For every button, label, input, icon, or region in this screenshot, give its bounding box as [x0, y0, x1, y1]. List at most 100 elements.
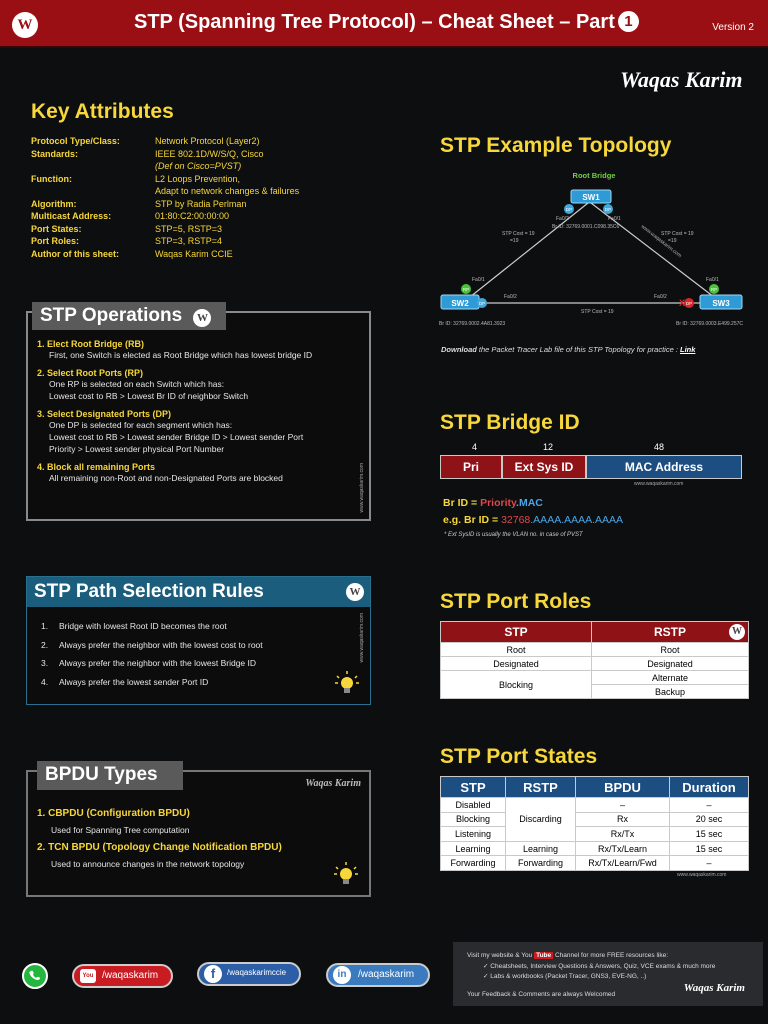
- port-label: Fa0/1: [472, 277, 485, 283]
- side-watermark: www.waqaskarim.com: [359, 613, 365, 663]
- page-title: STP (Spanning Tree Protocol) – Cheat She…: [134, 11, 639, 34]
- svg-text:=19: =19: [510, 238, 519, 244]
- bpdu-types-title: BPDU Types: [37, 761, 183, 790]
- site-watermark: www.waqaskarim.com: [677, 872, 727, 878]
- attribute-value: Waqas Karim CCIE: [155, 248, 233, 259]
- w-logo-icon: W: [729, 624, 745, 640]
- footer-feedback: Your Feedback & Comments are always Welc…: [467, 991, 616, 998]
- rp-label: RP: [463, 287, 469, 292]
- site-watermark: www.waqaskarim.com: [634, 481, 684, 487]
- footer-bullet: ✓ Labs & workbooks (Packet Tracer, GNS3,…: [483, 973, 647, 980]
- operation-text: One DP is selected for each segment whic…: [49, 420, 233, 430]
- rule-item: 4.Always prefer the lowest sender Port I…: [41, 676, 209, 687]
- youtube-icon: Tube: [534, 952, 554, 959]
- dp-port-marker: [564, 204, 574, 214]
- bits-ext: 12: [543, 442, 554, 452]
- linkedin-link[interactable]: in /waqaskarim: [326, 963, 430, 987]
- path-selection-box: STP Path Selection Rules W 1.Bridge with…: [26, 576, 371, 705]
- operation-item: 1. Elect Root Bridge (RB)First, one Swit…: [37, 339, 357, 361]
- operation-text: One RP is selected on each Switch which …: [49, 379, 225, 389]
- download-link[interactable]: Link: [680, 345, 696, 354]
- sw3-switch-icon: SW3: [699, 294, 743, 310]
- youtube-handle: /waqaskarim: [102, 970, 159, 981]
- svg-text:=19: =19: [668, 238, 677, 244]
- operation-heading: 3. Select Designated Ports (DP): [37, 409, 172, 419]
- attribute-value: 01:80:C2:00:00:00: [155, 211, 230, 221]
- operation-item: 2. Select Root Ports (RP)One RP is selec…: [37, 368, 357, 402]
- dp-port-marker: [603, 204, 613, 214]
- blocked-port-marker: [684, 298, 694, 308]
- attribute-row: Function:L2 Loops Prevention,: [31, 173, 361, 185]
- rule-item: 1.Bridge with lowest Root ID becomes the…: [41, 621, 227, 631]
- stp-cost-label: STP Cost = 19: [581, 309, 614, 315]
- bridge-id-title: STP Bridge ID: [440, 411, 580, 434]
- operation-heading: 4. Block all remaining Ports: [37, 462, 156, 472]
- dp-label: DP: [566, 207, 572, 212]
- stp-operations-title: STP Operations W: [32, 302, 226, 330]
- port-label: Fa0/2: [504, 294, 517, 300]
- attribute-value: STP=5, RSTP=3: [155, 223, 223, 234]
- attribute-key: Port States:: [31, 223, 82, 234]
- key-attributes-title: Key Attributes: [31, 100, 174, 123]
- facebook-link[interactable]: f /waqaskarimccie: [197, 962, 301, 986]
- bridge-id-formula: Br ID = Priority.MAC: [443, 497, 543, 509]
- port-label: Fa0/2: [556, 216, 569, 222]
- facebook-handle: /waqaskarimccie: [227, 968, 287, 977]
- attribute-row: Multicast Address:01:80:C2:00:00:00: [31, 210, 361, 222]
- rule-item: 2.Always prefer the neighbor with the lo…: [41, 639, 263, 650]
- sw3-label: SW3: [712, 299, 730, 308]
- lightbulb-icon: [334, 862, 358, 884]
- path-rules-list: 1.Bridge with lowest Root ID becomes the…: [41, 621, 341, 695]
- field-ext-sys-id: Ext Sys ID: [502, 455, 586, 479]
- version-label: Version 2: [712, 22, 754, 33]
- attribute-row: Author of this sheet:Waqas Karim CCIE: [31, 248, 361, 260]
- bpdu-types-box: BPDU Types Waqas Karim 1. CBPDU (Configu…: [26, 761, 371, 897]
- operation-text: Lowest cost to RB > Lowest Br ID of neig…: [49, 391, 249, 401]
- bpdu-desc: Used for Spanning Tree computation: [51, 825, 190, 835]
- topology-diagram: Root Bridge SW1 SW2 SW3 DP DP RP RP DP D…: [439, 171, 743, 327]
- dp-port-marker: [477, 298, 487, 308]
- author-signature: Waqas Karim: [620, 67, 743, 92]
- attribute-row: Standards:IEEE 802.1D/W/S/Q, Cisco: [31, 148, 361, 160]
- port-states-title: STP Port States: [440, 745, 598, 768]
- attribute-key: Protocol Type/Class:: [31, 136, 120, 146]
- attribute-row: Adapt to network changes & failures: [31, 185, 361, 197]
- dp-label: DP: [605, 207, 611, 212]
- linkedin-handle: /waqaskarim: [358, 969, 415, 980]
- link-sw1-sw2: [469, 202, 589, 298]
- sw1-label: SW1: [582, 193, 600, 202]
- footer-bullet: ✓ Cheatsheets, Interview Questions & Ans…: [483, 963, 716, 970]
- bits-mac: 48: [654, 442, 665, 452]
- table-row: Backup: [441, 684, 749, 699]
- attribute-value: Adapt to network changes & failures: [155, 186, 300, 196]
- footer-line1: Visit my website & You Tube Channel for …: [467, 952, 669, 959]
- attribute-key: Algorithm:: [31, 198, 77, 209]
- youtube-link[interactable]: You /waqaskarim: [72, 964, 173, 988]
- bpdu-heading: 2. TCN BPDU (Topology Change Notificatio…: [37, 842, 282, 853]
- bridge-id-bits: 4 12 48: [440, 442, 742, 454]
- bridge-id-fields: Pri Ext Sys ID MAC Address: [440, 455, 742, 479]
- whatsapp-icon[interactable]: [22, 963, 48, 989]
- ext-sysid-note: * Ext SysID is usually the VLAN no. in c…: [444, 532, 583, 538]
- download-note: Download the Packet Tracer Lab file of t…: [441, 345, 696, 354]
- attribute-value: L2 Loops Prevention,: [155, 173, 241, 184]
- rule-item: 3.Always prefer the neighbor with the lo…: [41, 658, 257, 668]
- bpdu-item: 2. TCN BPDU (Topology Change Notificatio…: [37, 842, 337, 869]
- side-watermark: www.waqaskarim.com: [359, 463, 365, 513]
- stp-operations-box: STP Operations W 1. Elect Root Bridge (R…: [26, 302, 371, 521]
- attribute-row: Port States: STP=5, RSTP=3: [31, 223, 361, 235]
- col-stp: STP: [440, 621, 592, 643]
- w-logo-icon: W: [193, 309, 212, 327]
- topology-title: STP Example Topology: [440, 134, 672, 157]
- bpdu-heading: 1. CBPDU (Configuration BPDU): [37, 808, 190, 819]
- sw1-switch-icon: SW1: [570, 189, 612, 204]
- operation-text: Lowest cost to RB > Lowest sender Bridge…: [49, 432, 304, 442]
